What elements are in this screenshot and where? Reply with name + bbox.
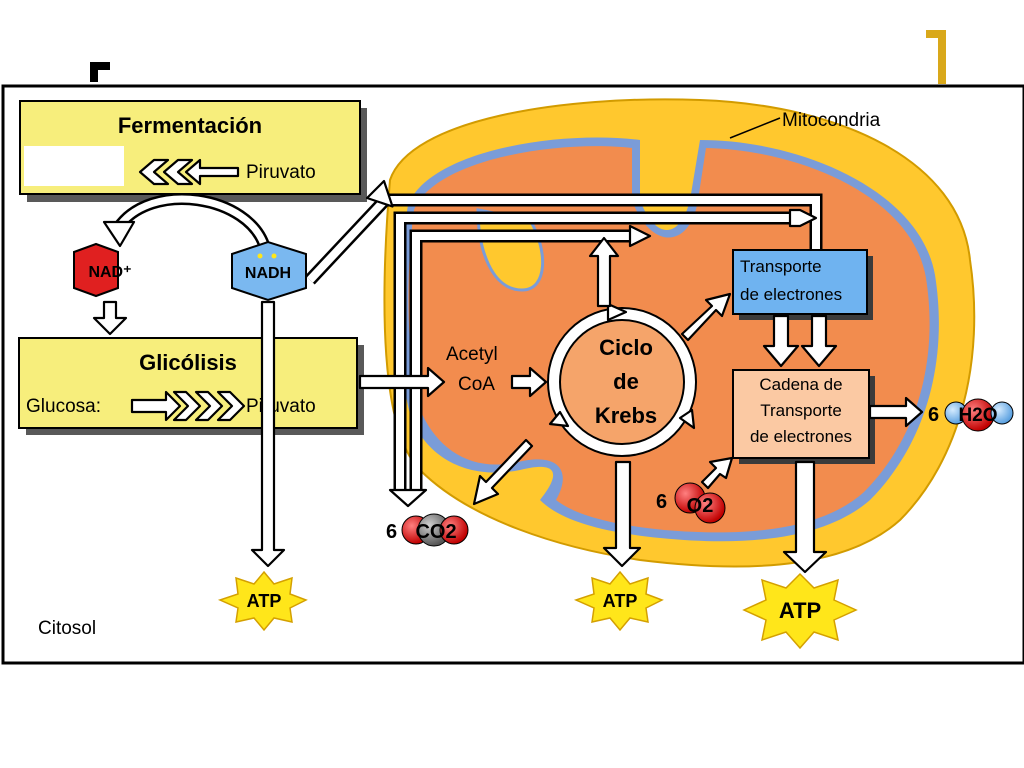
transport-to-chain-arrow-2 bbox=[800, 314, 838, 368]
pyruvate-to-acetyl-arrow bbox=[358, 366, 446, 398]
atp-right-label: ATP bbox=[779, 598, 821, 623]
chain-to-atp-arrow bbox=[782, 460, 828, 574]
mitochondria-leader bbox=[729, 117, 781, 139]
co2-label: CO2 bbox=[415, 521, 456, 543]
glucose-label: Glucosa: bbox=[26, 396, 101, 417]
atp-right: ATP bbox=[742, 572, 858, 650]
o2-molecule: 6 O2 bbox=[656, 482, 726, 524]
nad-plus-hexagon: NAD⁺ bbox=[73, 242, 132, 298]
krebs-to-transport-arrow bbox=[680, 292, 732, 342]
glycolysis-pyruvate: Piruvato bbox=[246, 396, 316, 417]
co2-coefficient: 6 bbox=[386, 521, 397, 543]
corner-mark-left bbox=[90, 62, 110, 82]
transport-line1: Transporte bbox=[740, 257, 822, 276]
h2o-coefficient: 6 bbox=[928, 404, 939, 426]
electron-transport-box: Transporte de electrones bbox=[732, 249, 873, 320]
h2o-label: H2O bbox=[958, 405, 997, 426]
transport-line2: de electrones bbox=[740, 285, 842, 304]
acetyl-coa-line1: Acetyl bbox=[446, 344, 498, 365]
o2-to-chain-arrow bbox=[700, 456, 734, 490]
chain-line3: de electrones bbox=[750, 427, 852, 446]
fermentation-product-blank bbox=[24, 146, 124, 186]
transport-to-chain-arrow-1 bbox=[762, 314, 800, 368]
krebs-line3: Krebs bbox=[595, 403, 657, 428]
fermentation-triple-arrow bbox=[138, 158, 240, 186]
fermentation-pyruvate: Piruvato bbox=[246, 162, 316, 183]
cytosol-label: Citosol bbox=[38, 618, 96, 639]
chain-line2: Transporte bbox=[760, 401, 842, 420]
glycolysis-triple-arrow bbox=[130, 390, 246, 422]
acetyl-to-krebs-arrow bbox=[510, 366, 548, 398]
krebs-to-atp-arrow bbox=[602, 460, 642, 568]
fermentation-box: Fermentación Piruvato bbox=[19, 100, 367, 202]
atp-left: ATP bbox=[217, 570, 308, 632]
co2-arrow-down bbox=[388, 488, 428, 508]
glycolysis-title: Glicólisis bbox=[139, 350, 237, 375]
o2-label: O2 bbox=[687, 495, 714, 517]
mitochondria-label: Mitocondria bbox=[782, 110, 881, 131]
krebs-line2: de bbox=[613, 369, 639, 394]
co2-molecule: 6 CO2 bbox=[386, 513, 469, 547]
krebs-cycle: Ciclo de Krebs bbox=[547, 302, 697, 457]
fermentation-title: Fermentación bbox=[118, 113, 262, 138]
nad-plus-label: NAD⁺ bbox=[88, 264, 131, 281]
glycolysis-box: Glicólisis Glucosa: Piruvato bbox=[18, 337, 364, 435]
krebs-line1: Ciclo bbox=[599, 335, 653, 360]
atp-left-label: ATP bbox=[247, 591, 282, 611]
atp-middle-label: ATP bbox=[603, 591, 638, 611]
nadh-to-atp-arrow bbox=[250, 300, 286, 568]
nadh-hexagon: NADH bbox=[231, 240, 307, 302]
nad-to-glycolysis-arrow bbox=[92, 300, 128, 336]
h2o-molecule: 6 H2O bbox=[928, 398, 1014, 432]
atp-middle: ATP bbox=[573, 570, 664, 632]
krebs-to-co2-arrow bbox=[472, 438, 534, 506]
chain-to-h2o-arrow bbox=[868, 396, 924, 428]
chain-line1: Cadena de bbox=[759, 375, 842, 394]
electron-chain-box: Cadena de Transporte de electrones bbox=[732, 369, 875, 464]
acetyl-coa-line2: CoA bbox=[458, 374, 495, 395]
nadh-label: NADH bbox=[245, 265, 291, 282]
o2-coefficient: 6 bbox=[656, 491, 667, 513]
krebs-up-arrow bbox=[588, 236, 620, 308]
corner-mark-right bbox=[926, 30, 946, 84]
